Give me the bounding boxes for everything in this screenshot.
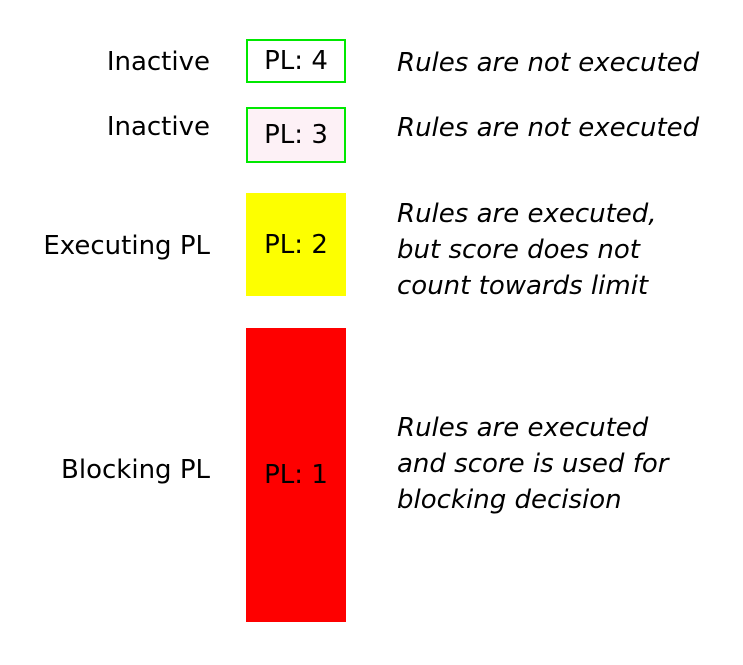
row-label-pl1: Blocking PL (61, 455, 210, 485)
row-label-pl4: Inactive (106, 47, 210, 77)
row-label-pl2: Executing PL (43, 231, 210, 261)
pl4-box-label: PL: 4 (264, 46, 328, 76)
pl2-box: PL: 2 (246, 193, 346, 296)
pl1-box-label: PL: 1 (264, 460, 328, 490)
row-label-pl3: Inactive (106, 112, 210, 142)
pl3-box-label: PL: 3 (264, 120, 328, 150)
pl2-description: Rules are executed, but score does not c… (397, 199, 657, 301)
pl3-description: Rules are not executed (397, 113, 700, 143)
pl2-box-label: PL: 2 (264, 229, 328, 260)
pl4-description: Rules are not executed (397, 48, 700, 78)
pl3-box: PL: 3 (246, 107, 346, 163)
pl1-description: Rules are executed and score is used for… (397, 413, 669, 515)
pl1-box: PL: 1 (246, 328, 346, 622)
pl4-box: PL: 4 (246, 39, 346, 83)
